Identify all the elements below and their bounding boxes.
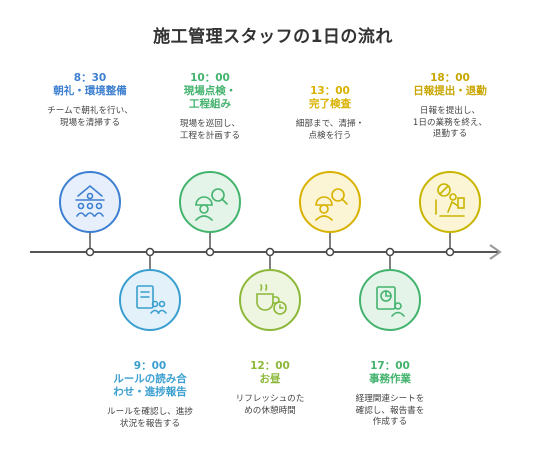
step-2-node bbox=[119, 247, 181, 331]
step-7-label: 18：00 日報提出・退勤 日報を提出し、 1日の業務を終え、 退勤する bbox=[390, 72, 510, 141]
step-5-label: 13：00 完了検査 細部まで、清掃・ 点検を行う bbox=[270, 85, 390, 142]
step-1-desc: チームで朝礼を行い、 現場を清掃する bbox=[47, 106, 133, 128]
step-3-desc: 現場を巡回し、 工程を計画する bbox=[179, 119, 241, 141]
report-user-icon bbox=[376, 286, 405, 317]
step-1-time: 8：30 bbox=[73, 72, 107, 84]
step-2-time: 9：00 bbox=[133, 360, 167, 372]
submit-leave-icon bbox=[435, 183, 465, 217]
step-7-time: 18：00 bbox=[430, 72, 470, 84]
step-3-name: 現場点検・ 工程組み bbox=[183, 85, 237, 110]
step-4-label: 12：00 お昼 リフレッシュのた めの休憩時間 bbox=[210, 360, 330, 417]
step-4-node bbox=[239, 247, 301, 331]
coffee-clock-icon bbox=[256, 284, 287, 315]
step-5-node bbox=[299, 171, 361, 257]
step-3-time: 10：00 bbox=[190, 72, 230, 84]
timeline-arrow-icon bbox=[489, 244, 502, 260]
step-2-label: 9：00 ルールの読み合 わせ・進捗報告 ルールを確認し、進捗 状況を報告する bbox=[90, 360, 210, 430]
step-6-time: 17：00 bbox=[370, 360, 410, 372]
step-7-node bbox=[419, 171, 481, 257]
step-3-label: 10：00 現場点検・ 工程組み 現場を巡回し、 工程を計画する bbox=[150, 72, 270, 142]
step-5-desc: 細部まで、清掃・ 点検を行う bbox=[295, 119, 365, 141]
step-2-name: ルールの読み合 わせ・進捗報告 bbox=[113, 373, 187, 398]
step-5-name: 完了検査 bbox=[309, 98, 351, 110]
step-4-desc: リフレッシュのた めの休憩時間 bbox=[235, 394, 305, 416]
document-people-icon bbox=[136, 285, 167, 314]
step-4-time: 12：00 bbox=[250, 360, 290, 372]
group-meeting-icon bbox=[75, 184, 105, 217]
step-6-label: 17：00 事務作業 経理関連シートを 確認し、報告書を 作成する bbox=[330, 360, 450, 429]
step-1-label: 8：30 朝礼・環境整備 チームで朝礼を行い、 現場を清掃する bbox=[30, 72, 150, 129]
step-6-desc: 経理関連シートを 確認し、報告書を 作成する bbox=[355, 394, 425, 427]
worker-inspect-icon bbox=[315, 188, 348, 221]
step-4-name: お昼 bbox=[259, 373, 281, 385]
step-5-time: 13：00 bbox=[310, 85, 350, 97]
step-3-node bbox=[179, 171, 241, 257]
worker-search-icon bbox=[195, 188, 228, 221]
step-7-desc: 日報を提出し、 1日の業務を終え、 退勤する bbox=[412, 106, 488, 139]
step-6-node bbox=[359, 247, 421, 331]
step-7-name: 日報提出・退勤 bbox=[413, 85, 487, 97]
step-1-name: 朝礼・環境整備 bbox=[53, 85, 127, 97]
step-6-name: 事務作業 bbox=[369, 373, 411, 385]
diagram-title: 施工管理スタッフの1日の流れ bbox=[153, 27, 393, 47]
step-1-node bbox=[59, 171, 121, 257]
step-2-desc: ルールを確認し、進捗 状況を報告する bbox=[107, 407, 193, 429]
